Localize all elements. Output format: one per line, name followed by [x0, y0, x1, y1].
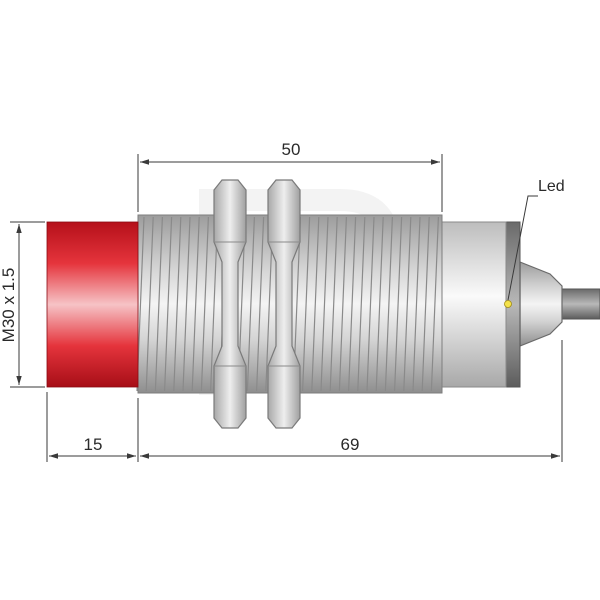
thread-line [302, 216, 311, 392]
led-callout [507, 195, 538, 301]
dimension-head-length [46, 392, 139, 462]
dimension-thread-spec-label: M30 x 1.5 [0, 268, 18, 343]
thread-line [173, 216, 182, 392]
cable [559, 288, 600, 320]
thread-line [394, 216, 403, 392]
thread-line [246, 216, 255, 392]
sensing-face [46, 221, 139, 388]
thread-line [200, 216, 209, 392]
thread-line [338, 216, 347, 392]
lock-nut-1 [213, 179, 247, 429]
thread-line [357, 216, 366, 392]
dimension-total-length [140, 340, 563, 462]
thread-line [164, 216, 173, 392]
led-indicator [504, 300, 512, 308]
thread-line [412, 216, 421, 392]
thread-line [421, 216, 430, 392]
thread-line [256, 216, 265, 392]
thread-line [384, 216, 393, 392]
thread-line [329, 216, 338, 392]
thread-line [182, 216, 191, 392]
thread-line [154, 216, 163, 392]
thread-line [366, 216, 375, 392]
thread-line [191, 216, 200, 392]
rear-housing [441, 221, 507, 388]
thread-line [311, 216, 320, 392]
dimension-total-length-label: 69 [341, 435, 360, 454]
thread-line [430, 216, 439, 392]
dimension-thread-spec [10, 221, 45, 388]
thread-line [403, 216, 412, 392]
thread-line [145, 216, 154, 392]
dimension-thread-length-label: 50 [282, 140, 301, 159]
strain-relief [519, 261, 563, 347]
dimension-thread-length [137, 154, 443, 212]
lock-nut-2 [267, 179, 301, 429]
thread-line [348, 216, 357, 392]
dimension-head-length-label: 15 [84, 435, 103, 454]
led-label: Led [538, 178, 565, 195]
thread-line [320, 216, 329, 392]
thread-line [375, 216, 384, 392]
